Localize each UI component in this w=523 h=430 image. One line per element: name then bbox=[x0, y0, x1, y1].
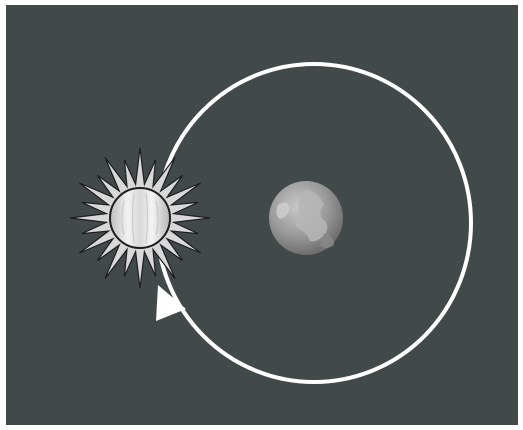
background-panel bbox=[6, 5, 518, 425]
orbit-diagram-svg bbox=[6, 5, 518, 425]
earth-globe-icon bbox=[269, 181, 343, 255]
orbit-diagram bbox=[6, 5, 518, 425]
sun-core bbox=[110, 188, 170, 248]
